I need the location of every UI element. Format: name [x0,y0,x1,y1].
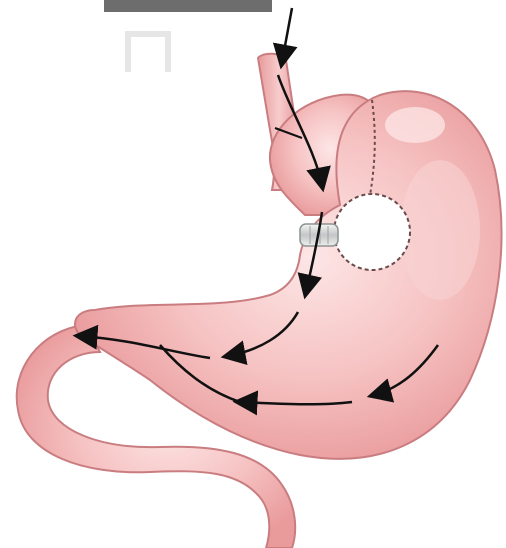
tissue-highlight [385,107,445,143]
gate-symbol-icon [128,34,168,72]
tissue-highlight [400,160,480,300]
food-entry-arrow [282,8,292,62]
header-bar [104,0,272,12]
port-inner [339,199,405,265]
